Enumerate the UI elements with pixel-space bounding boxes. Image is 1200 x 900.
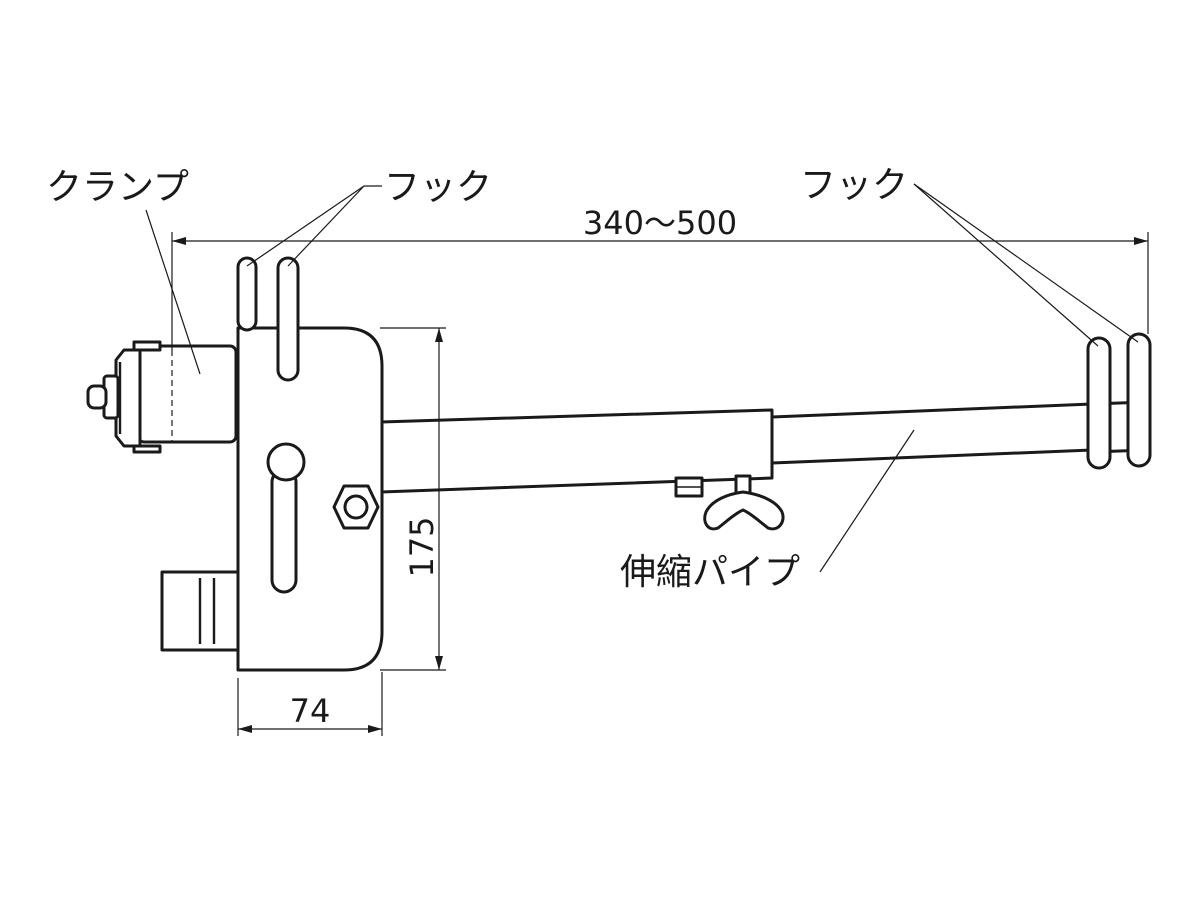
telescopic-pipe-label: 伸縮パイプ bbox=[620, 552, 800, 593]
height-dimension bbox=[380, 327, 446, 671]
hex-nut bbox=[332, 484, 380, 530]
clamp bbox=[86, 340, 238, 454]
left-hook-label: フック bbox=[384, 167, 492, 208]
length-dimension bbox=[171, 232, 1149, 350]
width-dimension bbox=[237, 672, 383, 736]
width-dimension-text: 74 bbox=[290, 692, 331, 730]
wing-bolt bbox=[674, 474, 785, 531]
length-dimension-text: 340〜500 bbox=[583, 204, 737, 242]
clamp-label: クランプ bbox=[46, 167, 189, 208]
right-hook-label: フック bbox=[800, 165, 908, 206]
height-dimension-text: 175 bbox=[403, 516, 441, 577]
lower-block bbox=[160, 570, 240, 652]
adjust-slot bbox=[266, 442, 306, 594]
left-hooks bbox=[236, 256, 300, 382]
telescopic-pipe bbox=[378, 400, 1150, 494]
right-hooks bbox=[1086, 332, 1152, 470]
leader-lines bbox=[145, 183, 1139, 573]
